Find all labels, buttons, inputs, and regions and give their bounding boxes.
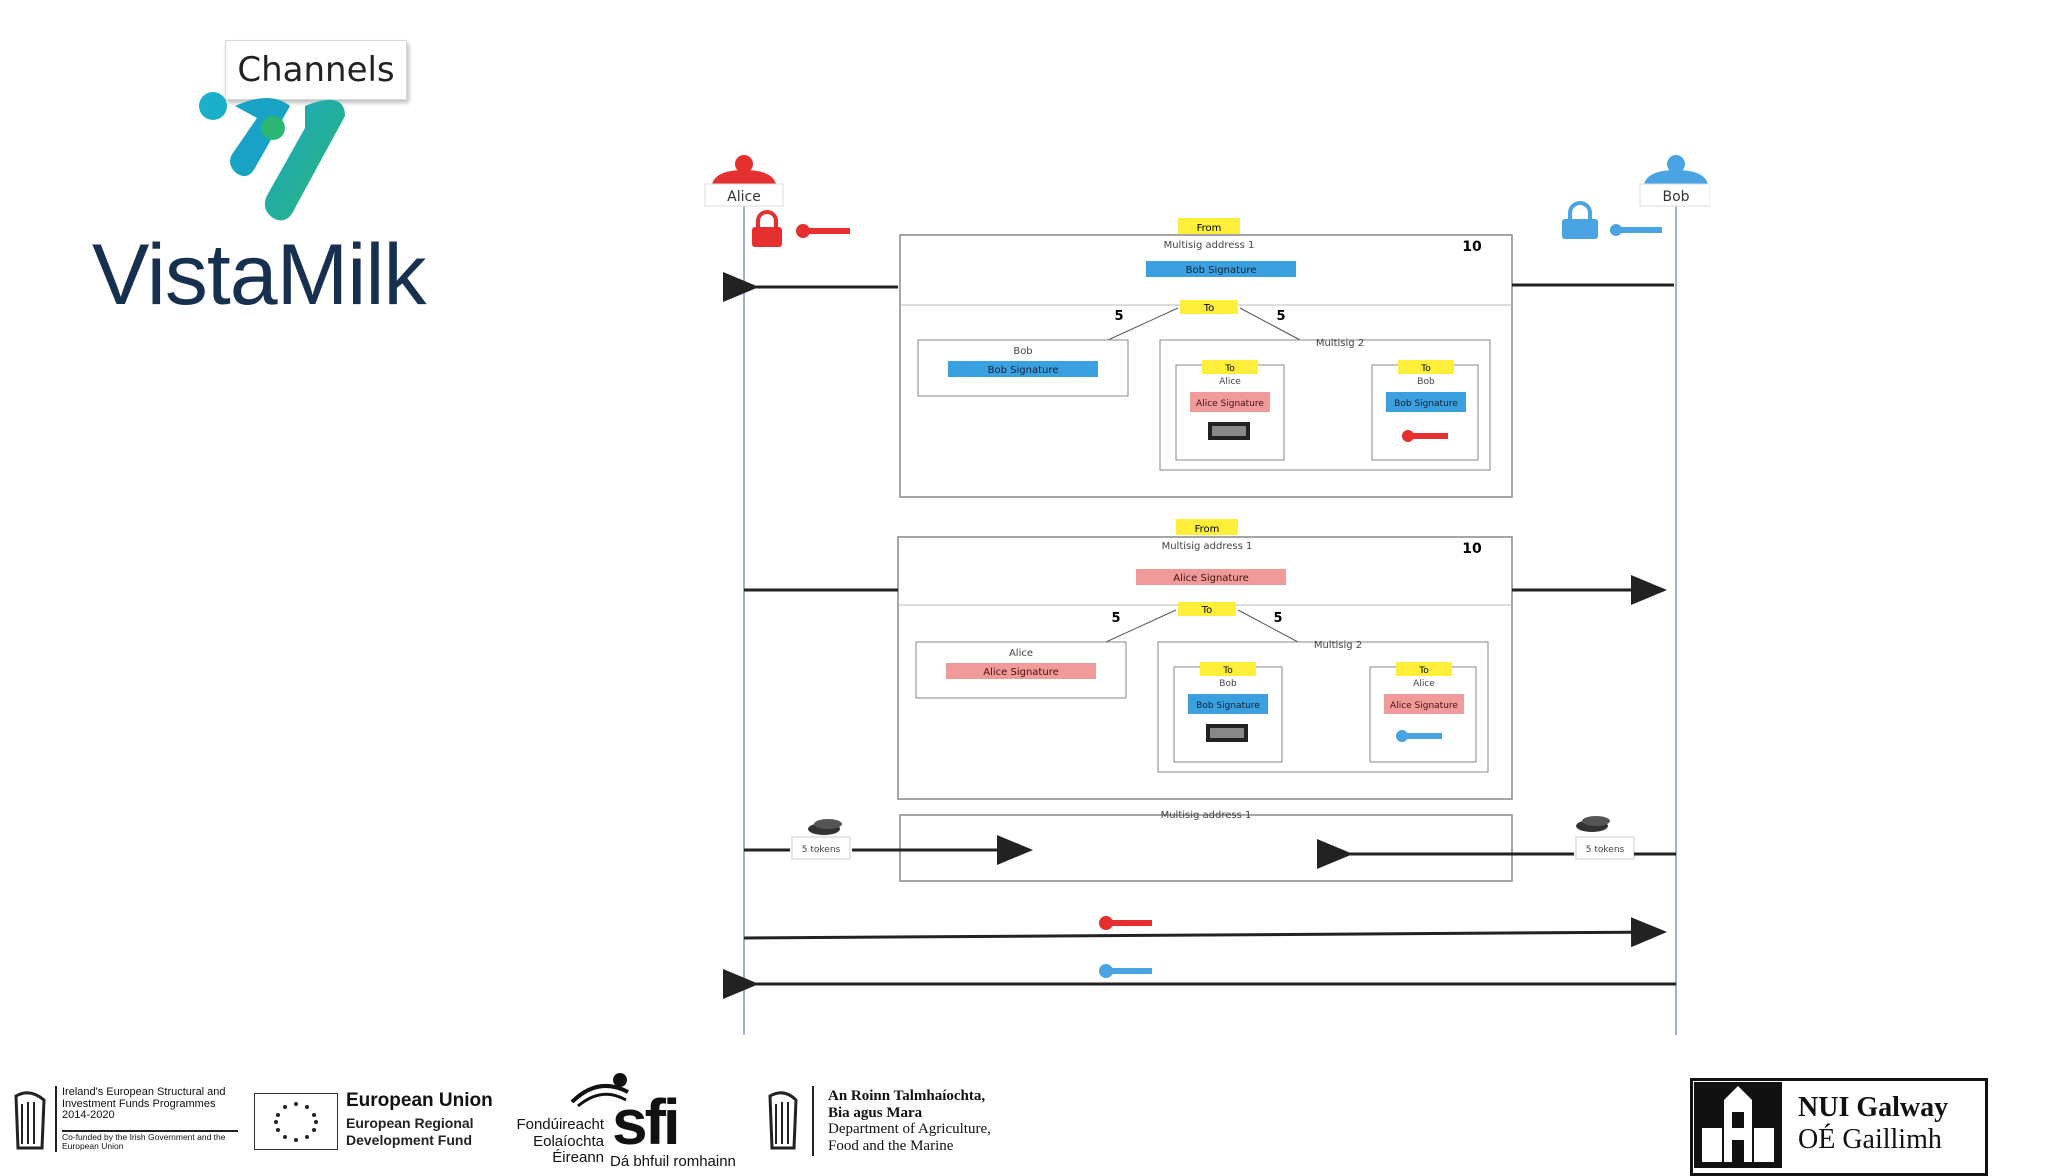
diagram-text: Bob Signature <box>1394 399 1458 409</box>
diagram-text: To <box>1224 364 1235 374</box>
bob-actor-icon <box>1639 155 1710 207</box>
harp-icon <box>768 1091 798 1150</box>
alice-key-icon <box>796 224 850 238</box>
diagram-text: Alice Signature <box>1173 573 1248 584</box>
channels-label: Channels <box>225 40 407 100</box>
alice-label: Alice <box>727 189 761 205</box>
agriculture-department-text: An Roinn Talmhaíochta, Bia agus Mara Dep… <box>828 1088 991 1154</box>
bob-label: Bob <box>1662 189 1689 205</box>
diagram-text: Multisig address 1 <box>1162 541 1253 552</box>
bob-lock-icon <box>1562 201 1598 239</box>
coins-icon <box>808 819 842 835</box>
diagram-text: To <box>1418 666 1429 676</box>
bob-key-icon <box>1610 224 1662 236</box>
diagram-text: Alice Signature <box>1196 399 1264 409</box>
diagram-text: Alice <box>1009 648 1033 659</box>
diagram-text: Multisig address 1 <box>1164 240 1255 251</box>
diagram-text: Alice <box>1219 377 1241 387</box>
diagram-text: 5 tokens <box>802 845 841 855</box>
diagram-text: Multisig address 1 <box>1161 810 1252 821</box>
sfi-logo-text: sfi <box>612 1086 681 1158</box>
eu-title: European Union <box>346 1090 493 1111</box>
diagram-text: To <box>1201 605 1213 616</box>
diagram-text: From <box>1195 524 1220 535</box>
diagram-text: To <box>1222 666 1233 676</box>
sfi-text: Fondúireacht Eolaíochta Éireann <box>516 1116 604 1166</box>
divider <box>62 1130 238 1132</box>
diagram-text: 10 <box>1462 541 1482 557</box>
diagram-text: Bob <box>1219 679 1237 689</box>
diagram-text: Multisig 2 <box>1316 338 1364 349</box>
commitment-block-1: From Multisig address 1 10 Bob Signature… <box>899 218 1513 498</box>
divider <box>55 1086 57 1152</box>
diagram-text: 5 tokens <box>1586 845 1625 855</box>
arrow-alice-key-to-bob <box>743 917 1667 948</box>
divider <box>812 1086 814 1156</box>
diagram-text: To <box>1420 364 1431 374</box>
diagram-text: Bob Signature <box>1196 701 1260 711</box>
isif-sub: Co-funded by the Irish Government and th… <box>62 1132 226 1151</box>
bob-key-icon <box>1099 964 1152 978</box>
diagram-text: Multisig 2 <box>1314 640 1362 651</box>
diagram-text: 5 <box>1114 309 1123 324</box>
harp-icon <box>14 1091 46 1150</box>
sfi-tagline: Dá bhfuil romhainn <box>610 1153 736 1170</box>
tokens-block: Multisig address 1 5 tokens 5 tokens <box>791 810 1635 882</box>
sfi-swirl-icon <box>570 1073 629 1108</box>
university-tower-icon <box>1694 1082 1782 1168</box>
vistamilk-wordmark: VistaMilk <box>92 227 426 323</box>
alice-lock-icon <box>752 210 782 247</box>
calculator-icon <box>1206 724 1248 742</box>
diagram-text: 5 <box>1111 611 1120 626</box>
eu-subtitle: European Regional Development Fund <box>346 1115 474 1148</box>
diagram-text: To <box>1203 303 1215 314</box>
coins-icon <box>1576 816 1610 832</box>
isif-text: Ireland's European Structural and Invest… <box>62 1086 226 1122</box>
diagram-text: Alice Signature <box>1390 701 1458 711</box>
commitment-block-2: From Multisig address 1 10 Alice Signatu… <box>897 519 1513 800</box>
diagram-text: 5 <box>1276 309 1285 324</box>
alice-actor-icon <box>704 155 784 207</box>
diagram-text: Bob <box>1013 346 1032 357</box>
diagram-text: Alice Signature <box>983 667 1058 678</box>
vistamilk-logo-icon <box>199 92 345 221</box>
alice-key-icon <box>1402 430 1448 442</box>
eu-flag-icon <box>254 1093 338 1150</box>
diagram-text: 10 <box>1462 239 1482 255</box>
alice-key-icon <box>1099 916 1152 930</box>
bob-key-icon <box>1396 730 1442 742</box>
calculator-icon <box>1208 422 1250 440</box>
nui-galway-text: NUI Galway OÉ Gaillimh <box>1798 1092 1949 1156</box>
diagram-text: Bob Signature <box>988 365 1059 376</box>
diagram-text: From <box>1197 223 1222 234</box>
diagram-text: Alice <box>1413 679 1435 689</box>
channel-sequence-diagram: Alice Bob From Multisig address 1 10 Bob… <box>704 155 1710 1035</box>
diagram-text: Bob Signature <box>1186 265 1257 276</box>
diagram-text: 5 <box>1273 611 1282 626</box>
diagram-text: Bob <box>1417 377 1435 387</box>
